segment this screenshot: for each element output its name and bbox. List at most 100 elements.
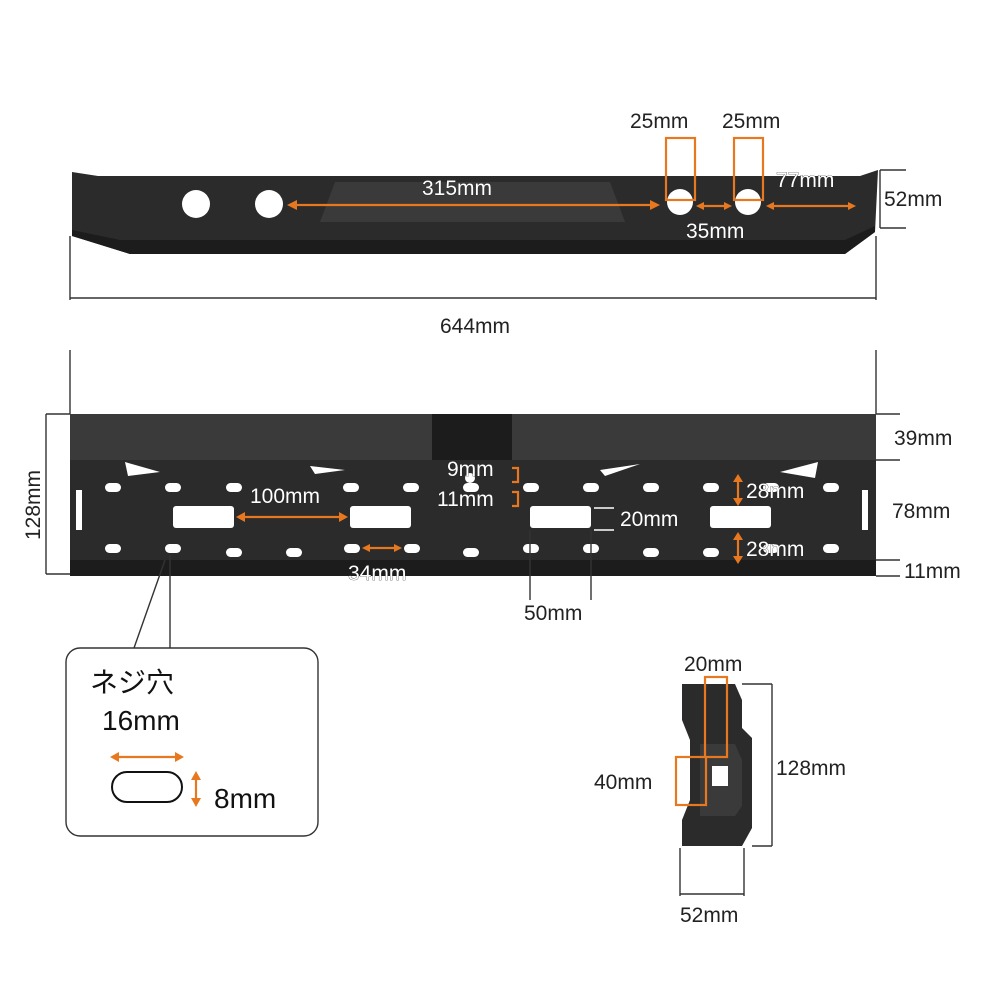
dim-9-label: 9mm bbox=[447, 458, 494, 481]
side-depth-label: 52mm bbox=[680, 904, 738, 927]
upper-screw-row bbox=[105, 483, 839, 492]
lower-screw-row bbox=[105, 544, 839, 557]
top-view-hole bbox=[667, 189, 693, 215]
callout-width-label: 16mm bbox=[102, 705, 180, 736]
callout-height-head bbox=[191, 798, 201, 807]
cutout bbox=[600, 464, 640, 476]
screw-hole bbox=[463, 548, 479, 557]
screw-hole bbox=[463, 483, 479, 492]
dim-28-upper-label: 28mm bbox=[746, 480, 804, 503]
slot-spacing-arrow-head bbox=[236, 512, 245, 522]
screw-hole bbox=[523, 544, 539, 553]
small-gap-label: 34mm bbox=[348, 562, 406, 585]
height-label: 52mm bbox=[884, 188, 942, 211]
screw-hole bbox=[763, 483, 779, 492]
span-arrow-head bbox=[287, 200, 297, 210]
hole-gap-arrow-head bbox=[696, 202, 704, 210]
dim-28-upper-head bbox=[733, 498, 743, 506]
inner-height-marker bbox=[674, 755, 708, 807]
hole-gap-label: 35mm bbox=[686, 220, 744, 243]
screw-hole bbox=[823, 483, 839, 492]
top-triangle-cutouts bbox=[125, 462, 818, 478]
hole-gap-arrow-head bbox=[724, 202, 732, 210]
screw-hole bbox=[643, 483, 659, 492]
callout-leader bbox=[133, 559, 166, 649]
dim-28-lower-head bbox=[733, 532, 743, 540]
side-bracket-window bbox=[712, 766, 728, 786]
dim-50-label: 50mm bbox=[524, 602, 582, 625]
dim-9-marker bbox=[512, 466, 520, 484]
front-top-band-center bbox=[432, 414, 512, 460]
top-width-label: 20mm bbox=[684, 653, 742, 676]
screw-slot-shape bbox=[111, 771, 183, 803]
cutout bbox=[125, 462, 160, 476]
screw-hole bbox=[226, 548, 242, 557]
dim-11-marker bbox=[512, 490, 520, 508]
top-view-hole bbox=[255, 190, 283, 218]
hole-width-label-2: 25mm bbox=[722, 110, 780, 133]
screw-hole-callout: ネジ穴 16mm 8mm bbox=[65, 647, 319, 837]
callout-height-head bbox=[191, 771, 201, 780]
slot-spacing-label: 100mm bbox=[250, 485, 320, 508]
front-side-slot bbox=[76, 490, 82, 530]
inner-height-label: 40mm bbox=[594, 771, 652, 794]
callout-title: ネジ穴 bbox=[90, 667, 174, 698]
screw-hole bbox=[583, 483, 599, 492]
small-gap-arrow-head bbox=[362, 544, 370, 552]
screw-hole bbox=[344, 544, 360, 553]
span-label: 315mm bbox=[422, 177, 492, 200]
front-side-slot bbox=[862, 490, 868, 530]
top-view-hole bbox=[735, 189, 761, 215]
dim-11-label: 11mm bbox=[437, 488, 494, 511]
front-view: 128mm 39mm 78mm 11mm 100mm 34mm 9mm 11mm… bbox=[22, 350, 961, 649]
total-length-label: 644mm bbox=[440, 315, 510, 338]
large-slot bbox=[350, 506, 411, 528]
top-width-marker bbox=[703, 675, 729, 759]
large-slot bbox=[530, 506, 591, 528]
screw-hole bbox=[105, 544, 121, 553]
large-slot bbox=[710, 506, 771, 528]
side-view: 20mm 40mm 128mm 52mm bbox=[594, 653, 846, 927]
mid-band-label: 78mm bbox=[892, 500, 950, 523]
hole-width-marker bbox=[664, 136, 697, 202]
right-offset-arrow-head bbox=[766, 202, 774, 210]
small-gap-arrow-head bbox=[394, 544, 402, 552]
span-arrow-head bbox=[650, 200, 660, 210]
cutout bbox=[780, 462, 818, 478]
center-hole bbox=[465, 473, 475, 483]
callout-width-head bbox=[110, 752, 119, 762]
top-view-rail-face bbox=[320, 182, 625, 222]
screw-hole bbox=[823, 544, 839, 553]
screw-hole bbox=[403, 483, 419, 492]
dim-20-label: 20mm bbox=[620, 508, 678, 531]
cutout bbox=[310, 466, 345, 474]
right-offset-label: 77mm bbox=[776, 169, 834, 192]
screw-hole bbox=[404, 544, 420, 553]
slot-spacing-arrow-head bbox=[339, 512, 348, 522]
front-bottom-lip bbox=[70, 560, 876, 576]
dim-28-lower-head bbox=[733, 556, 743, 564]
screw-hole bbox=[165, 544, 181, 553]
top-view: 25mm 25mm 315mm 35mm 77mm 52mm 644mm bbox=[69, 110, 942, 338]
screw-hole bbox=[105, 483, 121, 492]
callout-height-label: 8mm bbox=[214, 783, 276, 814]
screw-hole bbox=[703, 483, 719, 492]
front-height-label: 128mm bbox=[22, 470, 45, 540]
callout-width-head bbox=[175, 752, 184, 762]
screw-hole bbox=[643, 548, 659, 557]
top-view-hole bbox=[182, 190, 210, 218]
side-height-label: 128mm bbox=[776, 757, 846, 780]
large-slot bbox=[173, 506, 234, 528]
hole-width-marker bbox=[732, 136, 765, 202]
screw-hole bbox=[165, 483, 181, 492]
screw-hole bbox=[343, 483, 359, 492]
screw-hole bbox=[763, 544, 779, 553]
screw-hole bbox=[523, 483, 539, 492]
screw-hole bbox=[286, 548, 302, 557]
right-offset-arrow-head bbox=[848, 202, 856, 210]
bottom-band-label: 11mm bbox=[904, 560, 961, 583]
top-view-rail-lip bbox=[72, 226, 875, 254]
dim-28-upper-head bbox=[733, 474, 743, 482]
dim-28-lower-label: 28mm bbox=[746, 538, 804, 561]
